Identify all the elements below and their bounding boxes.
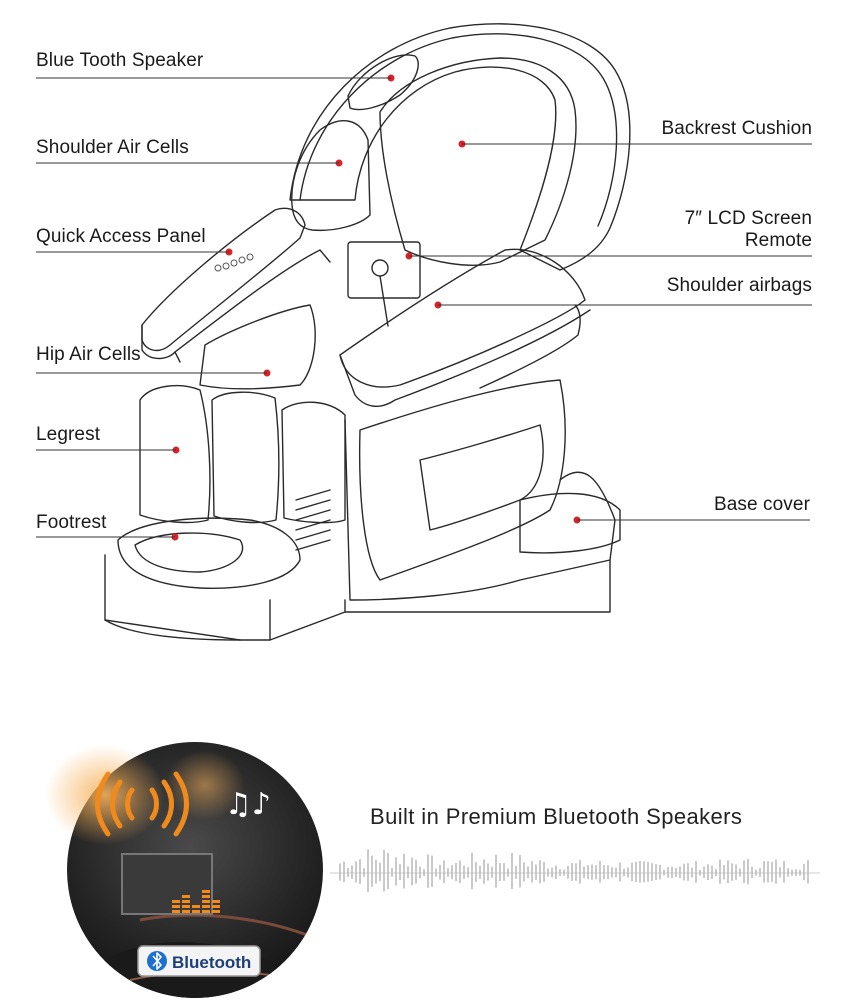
backrest-cushion (379, 57, 577, 266)
right-armrest (339, 248, 586, 388)
label-quick-access-panel: Quick Access Panel (36, 226, 206, 247)
svg-text:♫♪: ♫♪ (225, 787, 271, 822)
label-shoulder-airbags: Shoulder airbags (666, 275, 812, 296)
bluetooth-section-title: Built in Premium Bluetooth Speakers (370, 804, 743, 829)
label-base-cover: Base cover (713, 494, 810, 515)
base-cover (519, 492, 621, 554)
music-notes-icon: ♫♪ (225, 787, 271, 822)
audio-waveform (330, 849, 820, 892)
massage-chair-illustration (36, 23, 812, 641)
bluetooth-badge-text: Bluetooth (172, 953, 251, 972)
lcd-screen-outline (347, 241, 421, 299)
speaker-housing (347, 54, 419, 111)
label-footrest: Footrest (36, 512, 107, 533)
legrest-left (139, 385, 211, 524)
label-shoulder-air-cells: Shoulder Air Cells (36, 137, 189, 158)
hip-area (199, 304, 316, 390)
legrest-right (281, 401, 346, 524)
device-screen (121, 853, 213, 915)
footrest (117, 517, 301, 589)
bluetooth-badge: Bluetooth (137, 945, 261, 977)
label-legrest: Legrest (36, 424, 101, 445)
label-blue-tooth-speaker: Blue Tooth Speaker (36, 50, 204, 71)
left-armrest (141, 207, 306, 352)
legrest-mid (211, 391, 280, 524)
label-lcd-screen: 7″ LCD Screen (684, 208, 812, 229)
bluetooth-speaker-photo: ♫♪ Bluetooth (40, 740, 340, 1006)
label-lcd-remote: Remote (744, 230, 812, 251)
equalizer-icon (172, 890, 220, 913)
label-hip-air-cells: Hip Air Cells (36, 344, 141, 365)
backrest-shell (289, 23, 631, 271)
side-panel (358, 379, 566, 581)
sound-waves-icon (95, 771, 189, 837)
label-backrest-cushion: Backrest Cushion (661, 118, 812, 139)
